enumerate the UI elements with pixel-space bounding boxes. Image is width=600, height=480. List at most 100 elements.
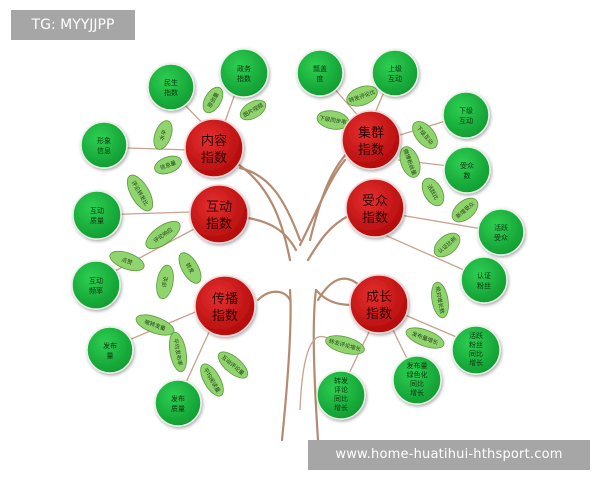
leaf-text: 水平	[157, 128, 168, 142]
svg-text:集群: 集群	[358, 125, 384, 141]
leaf: 转发评论比	[346, 85, 378, 107]
branch-content-2	[238, 166, 302, 242]
leaf: 评论	[156, 264, 174, 300]
leaves: 原创量 图片视频 水平 信息量 评论转发比 评论响应 点赞 评论 转发 被转发量…	[109, 85, 479, 397]
svg-text:指数: 指数	[358, 143, 384, 158]
svg-text:粉丝: 粉丝	[469, 340, 483, 349]
telegram-tag: TG: MYYJJPP	[11, 10, 135, 40]
svg-text:转发: 转发	[334, 376, 348, 385]
leaf: 平均阅读量	[200, 363, 224, 397]
trunk-left	[280, 288, 292, 442]
svg-text:发布: 发布	[103, 341, 117, 350]
leaf: 转发评论增长	[325, 335, 365, 355]
leaf: 发布量增长	[405, 327, 445, 349]
leaf: 下级同步率	[316, 110, 350, 130]
svg-text:政务: 政务	[237, 64, 251, 73]
leaf: 认证比例	[433, 232, 461, 258]
svg-text:活跃: 活跃	[469, 331, 483, 340]
svg-text:发布量: 发布量	[407, 361, 428, 370]
green-node-fabuliang: 发布量	[86, 326, 134, 374]
leaf: 评论响应	[145, 220, 181, 250]
svg-text:量: 量	[107, 352, 114, 360]
branch-interaction	[246, 216, 298, 252]
green-node-shouzhongshu: 受众数	[443, 146, 491, 194]
leaf: 被转发量	[135, 314, 175, 336]
svg-text:评论: 评论	[334, 385, 348, 394]
website-url-banner: www.home-huatihui-hthsport.com	[308, 440, 590, 470]
leaf: 评论转发比	[126, 174, 154, 212]
leaf: 微博粉丝量	[399, 146, 421, 178]
svg-text:形象: 形象	[97, 136, 111, 145]
svg-text:成长: 成长	[366, 290, 392, 305]
svg-text:信息: 信息	[97, 146, 111, 155]
leaf: 水平	[153, 120, 173, 150]
svg-text:互动: 互动	[459, 116, 473, 125]
svg-text:同比: 同比	[334, 394, 348, 403]
svg-text:粉丝: 粉丝	[477, 281, 491, 290]
leaf: 活跃比	[421, 177, 445, 207]
svg-text:瓢盖: 瓢盖	[313, 64, 327, 73]
svg-text:指数: 指数	[237, 74, 251, 83]
leaf-text: 评论	[160, 275, 170, 288]
branch-cluster	[308, 148, 352, 242]
branch-spread	[256, 290, 292, 302]
leaf: 平均发布率	[168, 331, 188, 373]
svg-text:数: 数	[464, 171, 471, 180]
svg-text:增长: 增长	[410, 388, 424, 397]
svg-text:认证: 认证	[477, 271, 491, 280]
svg-text:互动: 互动	[89, 276, 103, 285]
svg-text:增长: 增长	[469, 358, 483, 367]
svg-text:下级: 下级	[459, 106, 473, 115]
svg-text:传播: 传播	[212, 292, 238, 307]
svg-text:受众: 受众	[362, 194, 388, 209]
leaf: 转发	[178, 252, 202, 284]
svg-text:质量: 质量	[90, 216, 104, 225]
svg-text:互动: 互动	[388, 74, 402, 83]
svg-text:绿色化: 绿色化	[407, 370, 428, 379]
svg-text:上级: 上级	[388, 64, 402, 73]
svg-text:受众: 受众	[494, 233, 508, 242]
svg-text:指数: 指数	[201, 151, 227, 166]
tree-branches	[233, 148, 364, 442]
svg-text:指数: 指数	[366, 307, 392, 322]
svg-text:发布: 发布	[171, 394, 185, 403]
svg-text:同比: 同比	[469, 349, 483, 358]
branch-audience	[306, 213, 352, 262]
svg-text:增长: 增长	[334, 403, 348, 412]
branch-growth	[314, 288, 354, 307]
leaf: 图片视频	[239, 99, 267, 121]
green-node-xiaji: 下级互动	[442, 91, 490, 139]
svg-text:互动: 互动	[206, 200, 232, 215]
svg-text:同比: 同比	[410, 379, 424, 388]
svg-text:指数: 指数	[362, 211, 388, 226]
svg-text:活跃: 活跃	[494, 223, 508, 232]
green-node-piaogaidu: 瓢盖度	[296, 49, 344, 97]
leaf: 绝对增长数	[431, 281, 449, 319]
branch-cluster-2	[298, 158, 347, 247]
svg-text:指数: 指数	[212, 309, 238, 324]
leaf: 下级互动	[412, 121, 438, 149]
svg-text:指数: 指数	[164, 88, 178, 97]
svg-text:频率: 频率	[89, 286, 103, 295]
svg-text:度: 度	[317, 74, 324, 83]
